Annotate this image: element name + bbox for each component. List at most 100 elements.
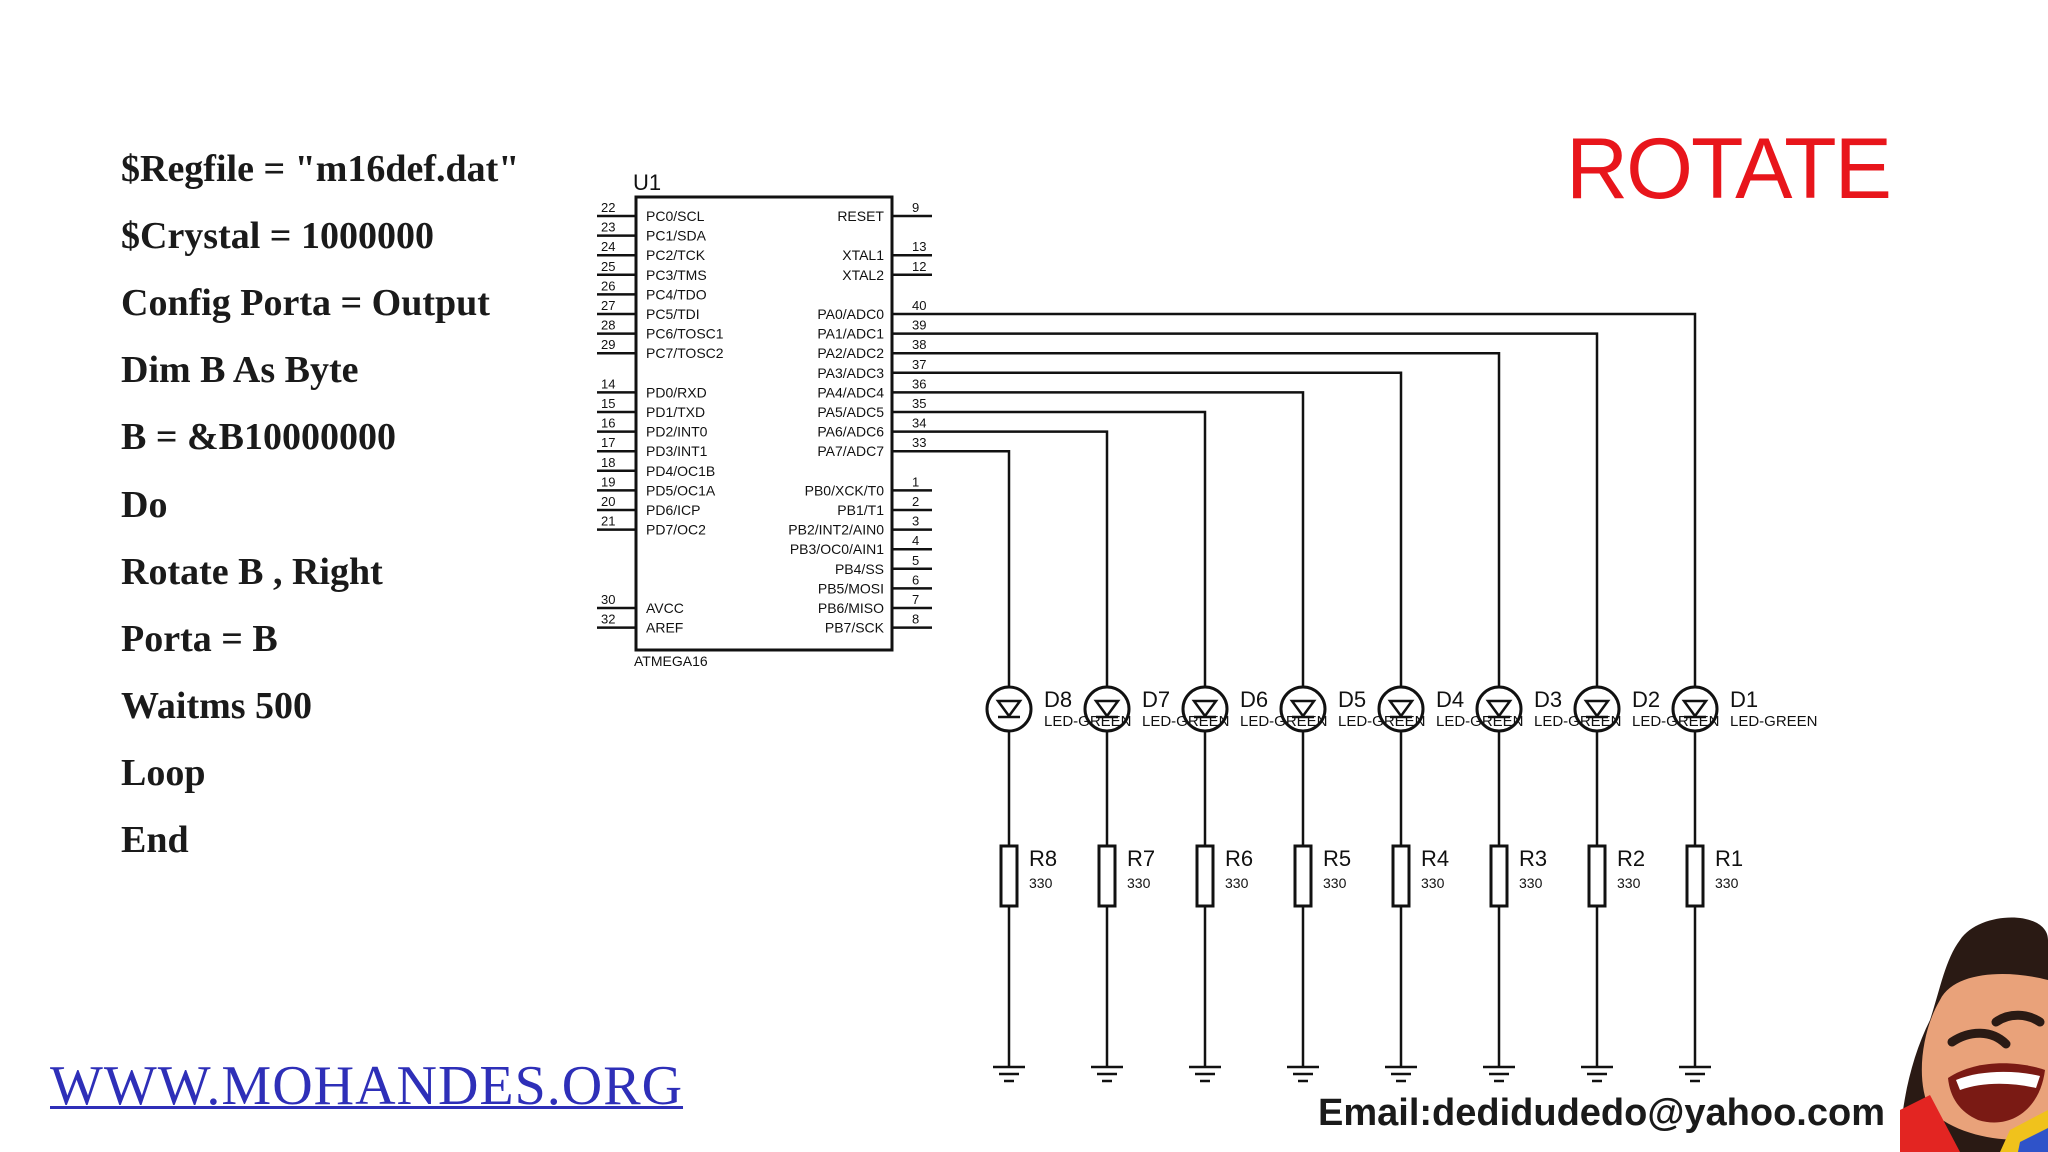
chip-ref-label: U1 — [633, 170, 661, 195]
resistor-value: 330 — [1323, 875, 1347, 891]
code-line: Config Porta = Output — [121, 282, 490, 324]
resistor-label: R8 — [1029, 846, 1057, 871]
pin-number: 28 — [601, 318, 615, 333]
pin-number: 3 — [912, 514, 919, 529]
diode-label: D3 — [1534, 687, 1562, 712]
resistor-value: 330 — [1421, 875, 1445, 891]
pin-name: PA0/ADC0 — [817, 306, 884, 322]
led-icon — [985, 685, 1033, 733]
pin-name: XTAL1 — [842, 247, 884, 263]
pin-number: 34 — [912, 416, 926, 431]
diode-label: D8 — [1044, 687, 1072, 712]
pin-number: 40 — [912, 298, 926, 313]
pin-number: 1 — [912, 474, 919, 489]
diode-label: D1 — [1730, 687, 1758, 712]
resistor-icon — [1293, 844, 1313, 908]
pin-name: PD3/INT1 — [646, 443, 708, 459]
pin-name: PC7/TOSC2 — [646, 345, 724, 361]
diode-icon — [1093, 699, 1121, 719]
pin-number: 13 — [912, 239, 926, 254]
laughing-face-icon — [1900, 917, 2048, 1152]
pin-number: 33 — [912, 435, 926, 450]
pin-number: 35 — [912, 396, 926, 411]
pin-number: 29 — [601, 337, 615, 352]
port-wire — [932, 449, 1011, 688]
resistor-label: R3 — [1519, 846, 1547, 871]
pin-number: 27 — [601, 298, 615, 313]
pin-name: PB5/MOSI — [818, 580, 884, 596]
pin-name: PB6/MISO — [818, 600, 884, 616]
resistor-label: R2 — [1617, 846, 1645, 871]
diode-icon — [1485, 699, 1513, 719]
pin-number: 36 — [912, 376, 926, 391]
pin-name: PC0/SCL — [646, 208, 705, 224]
pin-name: PB0/XCK/T0 — [805, 482, 885, 498]
pin-number: 38 — [912, 337, 926, 352]
resistor-label: R5 — [1323, 846, 1351, 871]
resistor-value: 330 — [1715, 875, 1739, 891]
code-line: Loop — [121, 752, 206, 794]
diode-label: D5 — [1338, 687, 1366, 712]
pin-number: 39 — [912, 318, 926, 333]
chip-body — [634, 195, 894, 652]
resistor-label: R1 — [1715, 846, 1743, 871]
diode-label: D4 — [1436, 687, 1464, 712]
port-wire — [932, 391, 1305, 688]
diode-icon — [1387, 699, 1415, 719]
pin-name: PD6/ICP — [646, 502, 700, 518]
resistor-value: 330 — [1519, 875, 1543, 891]
pin-number: 22 — [601, 200, 615, 215]
code-line: $Regfile = "m16def.dat" — [121, 148, 520, 190]
pin-name: PC1/SDA — [646, 228, 707, 244]
pin-name: RESET — [837, 208, 884, 224]
pin-name: PC5/TDI — [646, 306, 700, 322]
pin-name: PD5/OC1A — [646, 482, 716, 498]
resistor-value: 330 — [1127, 875, 1151, 891]
website-link[interactable]: WWW.MOHANDES.ORG — [50, 1055, 684, 1117]
pin-number: 5 — [912, 553, 919, 568]
pin-number: 2 — [912, 494, 919, 509]
port-a-wires — [932, 312, 1697, 688]
resistor-value: 330 — [1225, 875, 1249, 891]
pin-number: 30 — [601, 592, 615, 607]
pin-name: AVCC — [646, 600, 684, 616]
code-line: B = &B10000000 — [121, 416, 396, 458]
resistor-value: 330 — [1617, 875, 1641, 891]
pin-name: PB7/SCK — [825, 620, 885, 636]
pin-name: PD7/OC2 — [646, 522, 706, 538]
pin-number: 21 — [601, 514, 615, 529]
pin-name: PD0/RXD — [646, 384, 707, 400]
pin-name: AREF — [646, 620, 683, 636]
pin-number: 23 — [601, 220, 615, 235]
pin-number: 37 — [912, 357, 926, 372]
diode-label: D7 — [1142, 687, 1170, 712]
pin-number: 25 — [601, 259, 615, 274]
port-wire — [932, 351, 1501, 688]
pin-name: PB4/SS — [835, 561, 884, 577]
code-line: Porta = B — [121, 618, 278, 660]
pin-number: 26 — [601, 278, 615, 293]
pin-name: PC3/TMS — [646, 267, 707, 283]
resistor-value: 330 — [1029, 875, 1053, 891]
resistor-icon — [1195, 844, 1215, 908]
pin-name: PB2/INT2/AIN0 — [788, 522, 884, 538]
pin-number: 14 — [601, 376, 615, 391]
microcontroller-chip: U1ATMEGA1622PC0/SCL23PC1/SDA24PC2/TCK25P… — [597, 170, 932, 669]
pin-name: XTAL2 — [842, 267, 884, 283]
pin-number: 9 — [912, 200, 919, 215]
resistor-label: R4 — [1421, 846, 1449, 871]
port-wire — [932, 371, 1403, 688]
port-wire — [932, 332, 1599, 688]
pin-name: PA7/ADC7 — [817, 443, 884, 459]
pin-number: 19 — [601, 474, 615, 489]
pin-name: PB1/T1 — [837, 502, 884, 518]
resistor-icon — [1587, 844, 1607, 908]
pin-name: PA1/ADC1 — [817, 326, 884, 342]
pin-number: 15 — [601, 396, 615, 411]
